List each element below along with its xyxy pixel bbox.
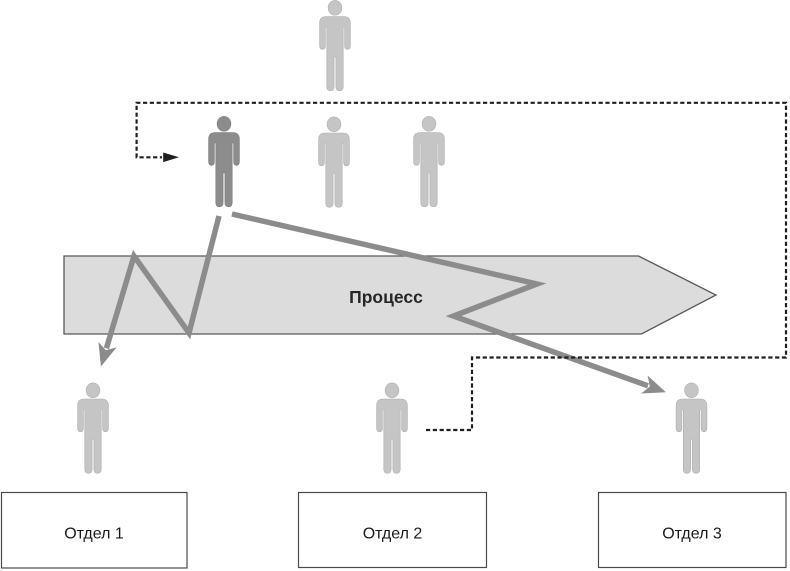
svg-text:Отдел 1: Отдел 1 (64, 526, 124, 543)
svg-text:Процесс: Процесс (349, 287, 423, 307)
svg-text:Отдел 3: Отдел 3 (662, 526, 722, 543)
svg-text:Отдел 2: Отдел 2 (363, 526, 423, 543)
